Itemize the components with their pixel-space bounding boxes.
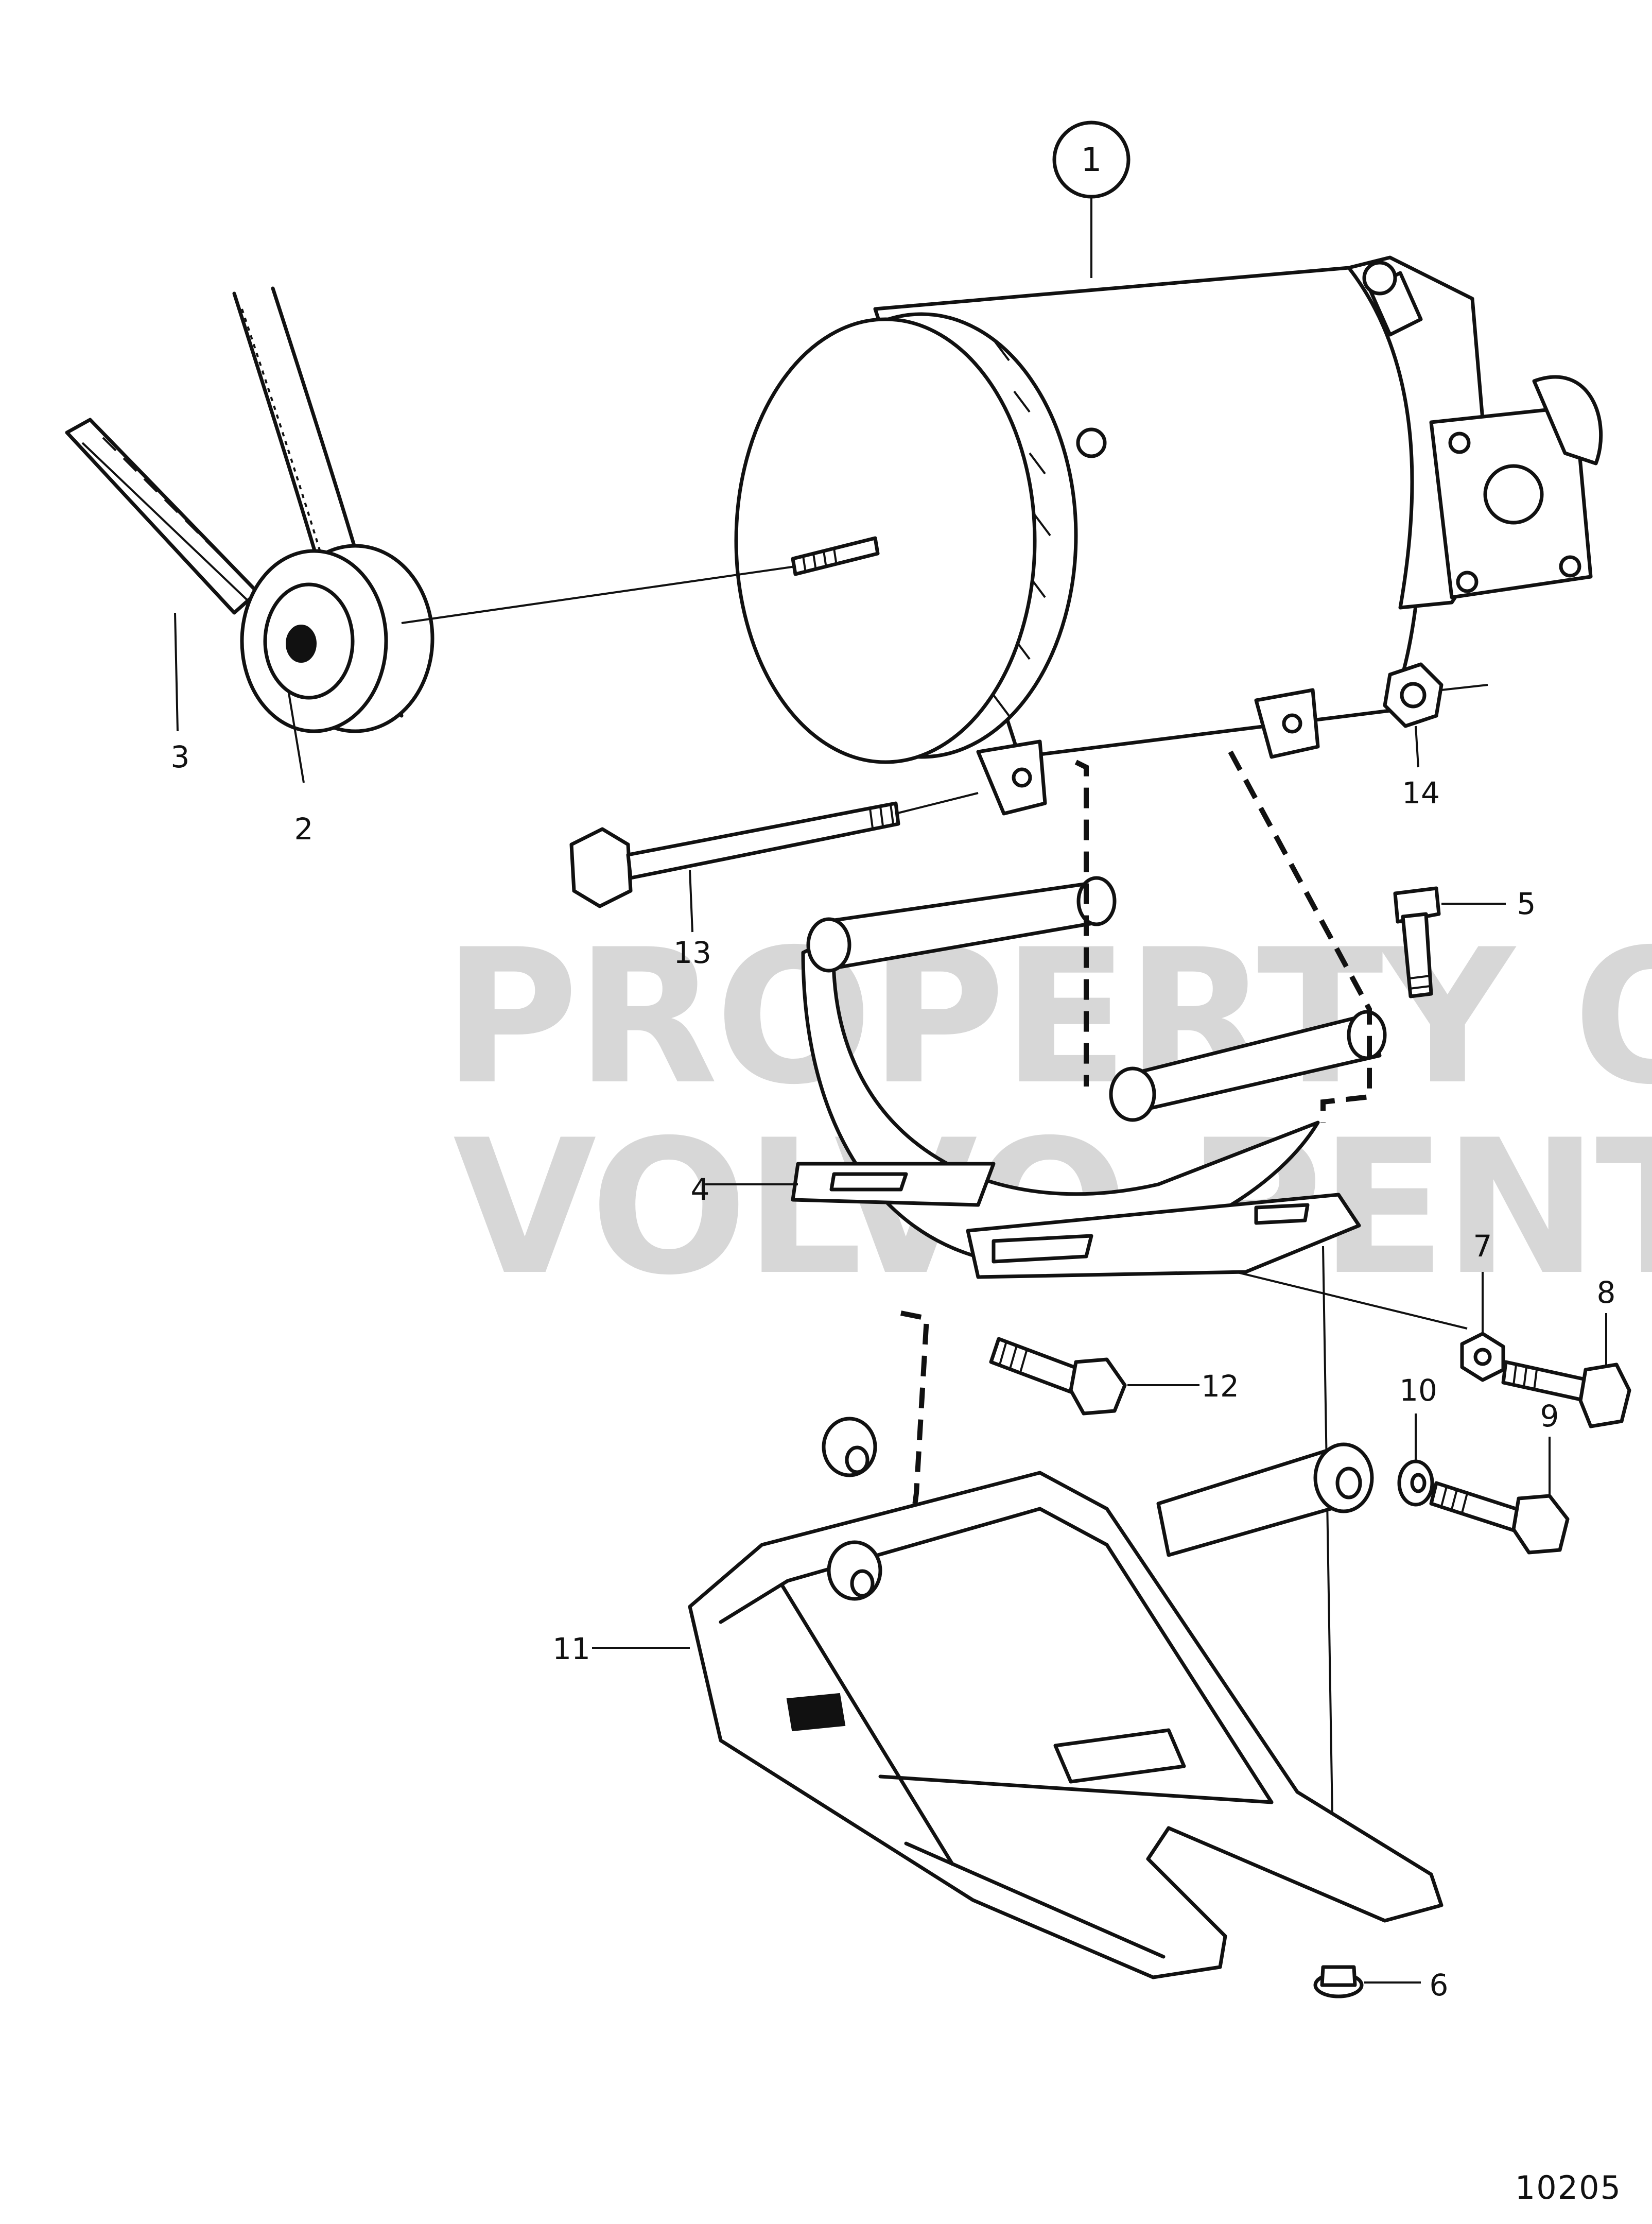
- washer-icon: [1397, 1413, 1434, 1507]
- figure-number: 10205: [1515, 2169, 1622, 2206]
- bracket-icon: [705, 876, 1468, 1330]
- watermark-line1: PROPERTY OF: [443, 909, 1652, 1125]
- callout-3: 3: [171, 739, 190, 774]
- alternator-icon: [401, 255, 1603, 816]
- callout-6: 6: [1430, 1968, 1449, 2003]
- callout-12: 12: [1201, 1369, 1239, 1404]
- callout-8: 8: [1597, 1275, 1616, 1310]
- callout-1: 1: [1081, 141, 1102, 179]
- callout-9: 9: [1540, 1399, 1559, 1434]
- callout-11: 11: [552, 1631, 590, 1666]
- callout-13: 13: [673, 935, 711, 970]
- callout-2: 2: [294, 812, 314, 847]
- callout-7: 7: [1473, 1229, 1492, 1264]
- bolt-icon: [569, 792, 979, 933]
- bolt-icon: [989, 1337, 1199, 1416]
- bracket-icon: [592, 1417, 1444, 1979]
- callouts: 1 2 3 4 5 6 7 8 9 10 11 12 13 14: [171, 120, 1616, 2003]
- nut-icon: [1383, 662, 1488, 768]
- pulley-icon: [240, 544, 434, 783]
- bolt-icon: [1393, 886, 1506, 998]
- callout-4: 4: [691, 1172, 710, 1207]
- callout-5: 5: [1517, 886, 1536, 921]
- alignment-lines: [898, 750, 1372, 1880]
- callout-14: 14: [1402, 775, 1440, 811]
- callout-10: 10: [1399, 1373, 1437, 1408]
- nut-icon: [1313, 1965, 1421, 1998]
- bolt-icon: [1501, 1313, 1631, 1428]
- bolt-icon: [1429, 1437, 1570, 1555]
